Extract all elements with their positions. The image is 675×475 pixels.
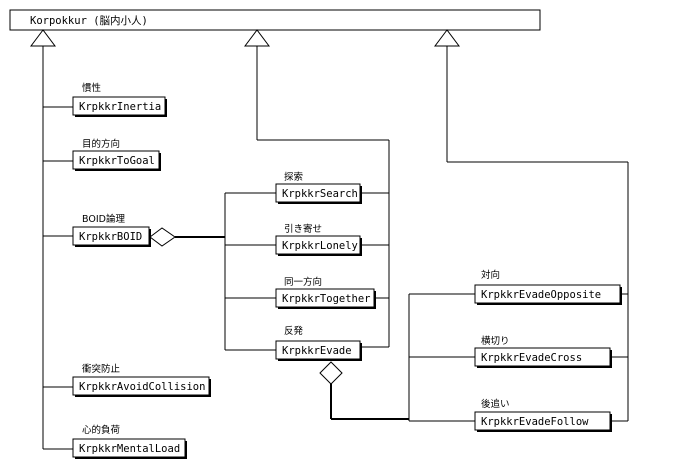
class-krpkkr-evadeopposite: 対向 KrpkkrEvadeOpposite: [474, 269, 622, 305]
aggregation-diamond-boid: [149, 227, 176, 247]
root-class-name: Korpokkur (脳内小人): [30, 14, 148, 27]
class-label: 慣性: [82, 82, 102, 94]
class-name: KrpkkrLonely: [282, 240, 358, 252]
class-krpkkr-inertia: 慣性 KrpkkrInertia: [72, 82, 167, 117]
class-label: BOID論理: [82, 213, 125, 225]
evade-aggregation-lines: [330, 293, 475, 422]
class-krpkkr-avoidcollision: 衝突防止 KrpkkrAvoidCollision: [72, 363, 211, 397]
class-name: KrpkkrEvade: [282, 345, 352, 357]
class-krpkkr-search: 探索 KrpkkrSearch: [275, 171, 362, 204]
class-label: 後追い: [481, 398, 510, 410]
class-label: 目的方向: [82, 138, 120, 150]
class-label: 衝突防止: [82, 363, 121, 375]
generalization-triangle-right: [434, 29, 460, 47]
generalization-lines-right: [446, 46, 629, 422]
class-label: 反発: [284, 325, 304, 337]
class-name: KrpkkrToGoal: [79, 155, 155, 167]
class-name: KrpkkrSearch: [282, 188, 358, 200]
class-krpkkr-mentalload: 心的負荷 KrpkkrMentalLoad: [72, 424, 187, 459]
generalization-lines-middle: [256, 46, 390, 348]
boid-aggregation-lines: [175, 192, 276, 351]
generalization-triangle-left: [30, 29, 56, 47]
class-name: KrpkkrEvadeOpposite: [481, 289, 601, 301]
class-label: 同一方向: [284, 276, 322, 288]
class-krpkkr-evadefollow: 後追い KrpkkrEvadeFollow: [474, 398, 612, 432]
class-name: KrpkkrEvadeCross: [481, 352, 582, 364]
root-class: Korpokkur (脳内小人): [9, 9, 541, 31]
generalization-lines-left: [42, 46, 73, 450]
class-name: KrpkkrTogether: [282, 293, 371, 305]
aggregation-diamond-evade: [319, 361, 343, 385]
class-name: KrpkkrEvadeFollow: [481, 416, 589, 428]
class-name: KrpkkrInertia: [79, 101, 161, 113]
class-krpkkr-boid: BOID論理 KrpkkrBOID: [72, 213, 151, 247]
class-label: 対向: [481, 269, 500, 281]
class-krpkkr-together: 同一方向 KrpkkrTogether: [275, 276, 376, 309]
class-label: 探索: [284, 171, 303, 183]
class-name: KrpkkrAvoidCollision: [79, 381, 205, 393]
class-krpkkr-evadecross: 横切り KrpkkrEvadeCross: [474, 335, 612, 368]
generalization-triangle-middle: [244, 29, 270, 47]
class-name: KrpkkrMentalLoad: [79, 443, 180, 455]
class-krpkkr-evade: 反発 KrpkkrEvade: [275, 325, 362, 361]
class-label: 横切り: [481, 335, 510, 347]
class-name: KrpkkrBOID: [79, 231, 142, 243]
class-label: 心的負荷: [82, 424, 121, 436]
class-label: 引き寄せ: [284, 223, 322, 235]
class-krpkkr-togoal: 目的方向 KrpkkrToGoal: [72, 138, 161, 171]
class-krpkkr-lonely: 引き寄せ KrpkkrLonely: [275, 223, 362, 256]
